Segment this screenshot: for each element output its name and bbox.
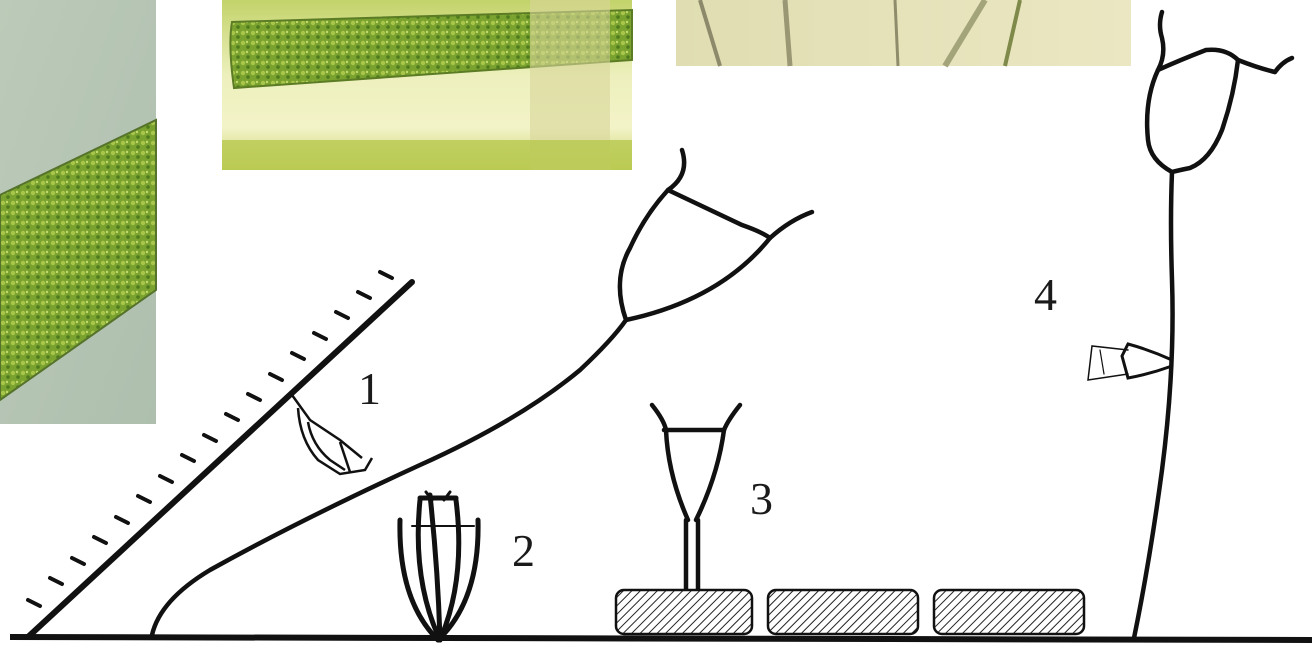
stalked-organism-long	[152, 150, 812, 635]
micrograph-thin-filaments	[676, 0, 1131, 66]
substrate-block	[616, 590, 752, 634]
label-2: 2	[512, 528, 535, 574]
ground-line	[10, 637, 1312, 640]
organism-4	[1088, 12, 1292, 638]
label-1: 1	[358, 366, 381, 412]
substrate-blocks	[616, 590, 1084, 634]
micrograph-filament-diagonal	[0, 0, 156, 424]
label-4: 4	[1034, 272, 1057, 318]
organism-3	[652, 405, 740, 592]
substrate-block	[934, 590, 1084, 634]
label-3: 3	[750, 476, 773, 522]
micrograph-filament-horizontal	[222, 0, 632, 170]
substrate-block	[768, 590, 918, 634]
organism-2	[400, 492, 478, 640]
